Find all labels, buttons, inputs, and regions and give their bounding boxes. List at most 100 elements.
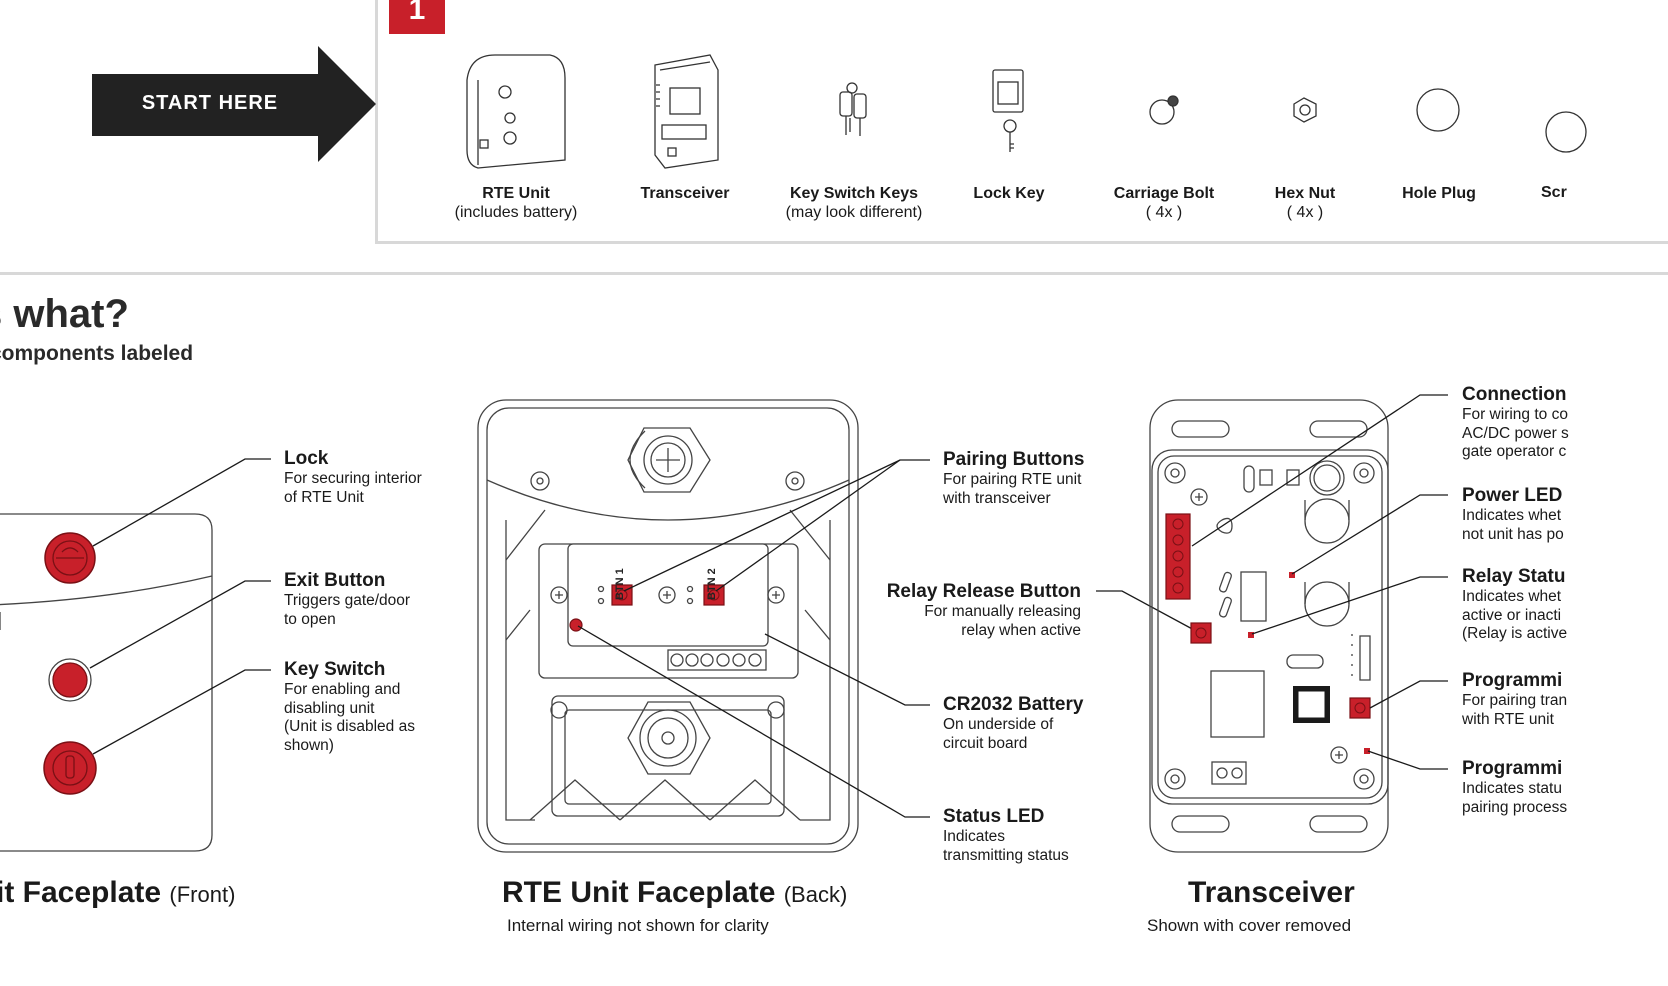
kit-item: Key Switch Keys (may look different): [744, 184, 964, 222]
connection-terminal-icon: [1165, 513, 1191, 600]
section-subtitle: components labeled: [0, 342, 194, 365]
start-here-label: START HERE: [141, 92, 279, 114]
relay-release-button-icon: [1190, 622, 1212, 644]
callout-desc: disabling unit: [284, 699, 375, 717]
callout-desc: Indicates whet: [1462, 507, 1562, 524]
transceiver-note: Shown with cover removed: [1147, 916, 1352, 935]
kit-item-sub: ( 4x ): [1145, 204, 1183, 221]
kit-contents-panel: [375, 0, 1668, 244]
callout-desc: For manually releasing: [924, 603, 1081, 620]
callout-desc: active or inacti: [1462, 606, 1562, 624]
callout-desc: circuit board: [943, 734, 1028, 752]
kit-item-name: Hole Plug: [1402, 185, 1476, 202]
kit-hex-nut-icon: [1293, 97, 1317, 123]
kit-item: Lock Key: [899, 184, 1119, 203]
kit-item: RTE Unit (includes battery): [406, 184, 626, 222]
kit-item: Hex Nut ( 4x ): [1195, 184, 1415, 222]
callout-desc: Indicates whet: [1462, 588, 1562, 605]
kit-item-name: Hex Nut: [1274, 185, 1336, 202]
callout-exit-button: Exit Button Triggers gate/door to open: [284, 570, 410, 629]
section-divider: [0, 272, 1668, 275]
callout-title: Pairing Buttons: [943, 449, 1085, 470]
callout-relay-status: Relay Statu Indicates whet active or ina…: [1462, 566, 1567, 644]
callout-desc: For pairing tran: [1462, 692, 1568, 709]
transceiver-callout-lines: [1191, 394, 1448, 770]
btn2-label: BTN 2: [706, 568, 718, 600]
callout-desc: gate operator c: [1462, 443, 1567, 460]
power-led-icon: [1289, 572, 1295, 578]
callout-title: Lock: [284, 448, 329, 469]
kit-item-sub: (includes battery): [454, 204, 578, 221]
kit-item-name: Carriage Bolt: [1113, 185, 1215, 202]
kit-item-name: Transceiver: [640, 185, 730, 202]
section-title: s what?: [0, 292, 129, 336]
callout-desc: For securing interior: [284, 470, 422, 487]
status-led-icon: [569, 618, 583, 632]
back-lock-cylinder-icon: [627, 427, 711, 493]
callout-battery: CR2032 Battery On underside of circuit b…: [943, 694, 1083, 753]
callout-title: CR2032 Battery: [943, 694, 1084, 715]
callout-title: Programmi: [1462, 758, 1563, 779]
callout-connection: Connection For wiring to co AC/DC power …: [1462, 384, 1569, 462]
front-title-qualifier: (Front): [169, 882, 236, 907]
back-key-switch-icon: [627, 701, 711, 775]
callout-title: Key Switch: [284, 659, 386, 680]
kit-item-name: Lock Key: [973, 185, 1045, 202]
callout-title: Exit Button: [284, 570, 386, 591]
kit-item: Transceiver: [575, 184, 795, 203]
front-faceplate-title: it Faceplate (Front): [0, 876, 235, 910]
start-arrow-icon: [92, 46, 376, 162]
callout-desc: Indicates: [943, 828, 1006, 845]
callout-desc: Indicates statu: [1462, 780, 1562, 797]
back-title-text: RTE Unit Faceplate: [502, 876, 776, 909]
callout-status-led: Status LED Indicates transmitting status: [943, 806, 1069, 865]
callout-desc: relay when active: [961, 621, 1081, 639]
kit-transceiver-icon: [654, 54, 719, 169]
callout-relay-release-button: Relay Release Button For manually releas…: [781, 581, 1081, 640]
kit-hole-plug-icon: [1416, 88, 1460, 132]
front-faceplate-drawing: [0, 513, 213, 852]
transceiver-title: Transceiver: [1188, 876, 1355, 909]
callout-desc: of RTE Unit: [284, 488, 364, 506]
callout-programming-led: Programmi Indicates statu pairing proces…: [1462, 758, 1567, 817]
callout-title: Relay Release Button: [886, 581, 1081, 602]
kit-lock-key-icon: [992, 69, 1024, 152]
kit-item: Hole Plug: [1329, 184, 1549, 203]
callout-key-switch: Key Switch For enabling and disabling un…: [284, 659, 415, 755]
callout-power-led: Power LED Indicates whet not unit has po: [1462, 485, 1564, 544]
kit-carriage-bolt-icon: [1149, 95, 1179, 125]
callout-desc: transmitting status: [943, 846, 1069, 864]
callout-desc: On underside of: [943, 716, 1054, 733]
callout-desc: For pairing RTE unit: [943, 471, 1082, 488]
front-callout-lines: [89, 458, 271, 755]
back-faceplate-drawing: [477, 399, 859, 853]
lock-icon: [44, 532, 96, 584]
callout-desc: For wiring to co: [1462, 406, 1568, 423]
callout-desc: For enabling and: [284, 681, 401, 698]
callout-desc: pairing process: [1462, 798, 1568, 816]
kit-key-switch-keys-icon: [839, 82, 867, 136]
exit-button-icon: [48, 658, 92, 702]
programming-button-icon: [1349, 697, 1371, 719]
callout-programming-button: Programmi For pairing tran with RTE unit: [1462, 670, 1567, 729]
callout-lock: Lock For securing interior of RTE Unit: [284, 448, 422, 507]
back-faceplate-title: RTE Unit Faceplate (Back): [502, 876, 847, 910]
relay-status-led-icon: [1248, 632, 1254, 638]
callout-desc: with transceiver: [943, 489, 1051, 507]
btn1-label: BTN 1: [614, 568, 626, 600]
kit-item-name: Scr: [1541, 184, 1567, 201]
kit-item-name: RTE Unit: [482, 185, 550, 202]
kit-rte-unit-icon: [466, 54, 566, 169]
key-switch-icon: [43, 741, 97, 795]
kit-screw-icon: [1545, 111, 1587, 153]
callout-desc: AC/DC power s: [1462, 424, 1569, 442]
back-callout-lines: [577, 459, 1197, 818]
callout-desc: shown): [284, 736, 334, 754]
kit-item: Carriage Bolt ( 4x ): [1054, 184, 1274, 222]
programming-led-icon: [1364, 748, 1370, 754]
callout-desc: Triggers gate/door: [284, 592, 411, 609]
kit-item-sub: ( 4x ): [1286, 204, 1324, 221]
front-title-text: it Faceplate: [0, 876, 162, 909]
transceiver-chip-icon: [1293, 686, 1330, 723]
